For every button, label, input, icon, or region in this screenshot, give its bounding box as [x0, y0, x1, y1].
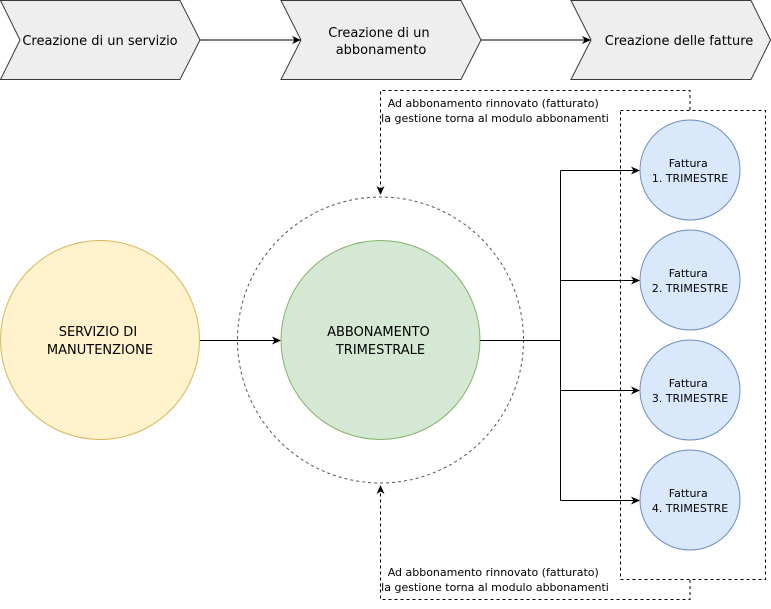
- invoice-node-3[interactable]: Fattura 3. TRIMESTRE: [639, 339, 741, 441]
- renewal-loop-bottom: [376, 485, 691, 600]
- chevron-shape: [280, 0, 482, 80]
- invoice-node-2[interactable]: Fattura 2. TRIMESTRE: [639, 229, 741, 331]
- invoice-branch-connectors: [480, 166, 640, 505]
- invoice-circle: [639, 229, 741, 331]
- step-create-service[interactable]: Creazione di un servizio: [0, 0, 201, 80]
- step-label: Creazione delle fatture: [605, 34, 754, 49]
- chevron-shape: [570, 0, 771, 80]
- step-create-subscription[interactable]: Creazione di un abbonamento: [280, 0, 482, 80]
- invoice-label: Fattura 3. TRIMESTRE: [652, 377, 728, 405]
- invoice-circle: [639, 119, 741, 221]
- service-circle: [0, 240, 200, 440]
- invoice-label: Fattura 2. TRIMESTRE: [652, 267, 728, 295]
- invoice-label: Fattura 1. TRIMESTRE: [652, 157, 728, 185]
- service-label: SERVIZIO DI MANUTENZIONE: [47, 325, 153, 358]
- chevron-shape: [0, 0, 201, 80]
- node-subscription[interactable]: ABBONAMENTO TRIMESTRALE: [280, 240, 481, 440]
- step-label: Creazione di un servizio: [22, 34, 177, 49]
- invoice-label: Fattura 4. TRIMESTRE: [652, 487, 728, 515]
- renewal-note-bottom: Ad abbonamento rinnovato (fatturato) la …: [381, 566, 609, 594]
- invoice-circle: [639, 339, 741, 441]
- step-label: Creazione di un abbonamento: [328, 26, 433, 58]
- invoice-node-4[interactable]: Fattura 4. TRIMESTRE: [639, 449, 741, 551]
- renewal-note-top: Ad abbonamento rinnovato (fatturato) la …: [381, 97, 609, 125]
- node-service[interactable]: SERVIZIO DI MANUTENZIONE: [0, 240, 200, 440]
- step-create-invoices[interactable]: Creazione delle fatture: [570, 0, 771, 80]
- subscription-label: ABBONAMENTO TRIMESTRALE: [327, 325, 434, 358]
- invoice-circle: [639, 449, 741, 551]
- renewal-loop-top: [376, 90, 691, 195]
- subscription-circle: [280, 240, 481, 440]
- invoice-group-container: [620, 110, 766, 580]
- invoice-node-1[interactable]: Fattura 1. TRIMESTRE: [639, 119, 741, 221]
